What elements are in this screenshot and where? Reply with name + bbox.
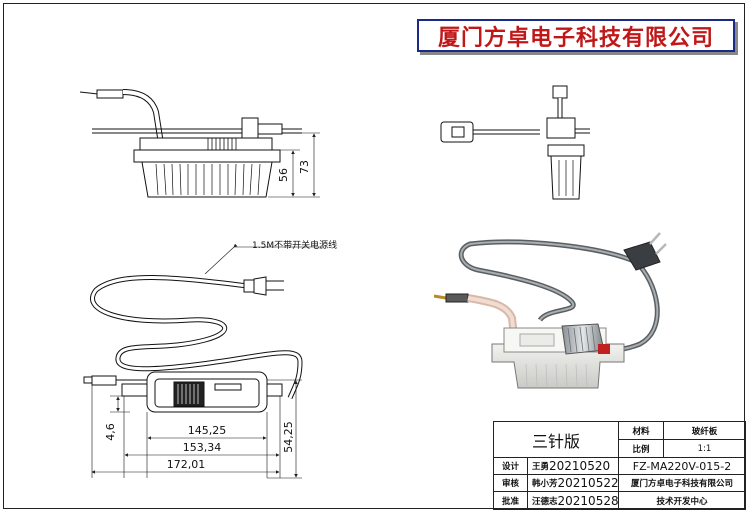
- top-view: 1.5M不带开关电源线 145,25 153,34 172,01 4,6 54,…: [83, 239, 337, 479]
- dim-height-56: 56: [277, 168, 290, 182]
- tb-approve-label: 批准: [494, 492, 528, 510]
- drawing-frame: [3, 3, 745, 509]
- tb-scale-value: 1:1: [664, 440, 746, 458]
- tb-design-date: 20210520: [549, 459, 611, 473]
- dim-height-73: 73: [298, 160, 311, 174]
- tb-design-name: 王勇: [532, 462, 550, 472]
- tb-approve-cell: 汪德志 20210528: [528, 492, 619, 510]
- dim-width-172: 172,01: [167, 458, 206, 471]
- tb-department: 技术开发中心: [619, 492, 746, 510]
- title-block: 三针版 材料 玻纤板 比例 1:1 设计 王勇 20210520 FZ-MA22…: [493, 421, 746, 510]
- tb-review-name: 韩小芳: [532, 479, 558, 489]
- dim-width-145: 145,25: [188, 424, 227, 437]
- tb-material-value: 玻纤板: [664, 422, 746, 440]
- tb-review-date: 20210522: [557, 476, 619, 490]
- tb-design-label: 设计: [494, 458, 528, 475]
- tb-approve-date: 20210528: [557, 493, 619, 508]
- company-name: 厦门方卓电子科技有限公司: [437, 24, 714, 51]
- tb-version: 三针版: [494, 422, 619, 458]
- company-banner: 厦门方卓电子科技有限公司: [417, 19, 735, 52]
- tb-part-number: FZ-MA220V-015-2: [619, 458, 746, 475]
- tb-company-short: 厦门方卓电子科技有限公司: [619, 475, 746, 492]
- tb-approve-name: 汪德志: [532, 496, 558, 507]
- side-view: [440, 85, 590, 200]
- dim-width-153: 153,34: [183, 441, 222, 454]
- tb-review-label: 审核: [494, 475, 528, 492]
- cable-callout: 1.5M不带开关电源线: [252, 239, 337, 251]
- product-render: [433, 232, 667, 389]
- front-view: [79, 89, 320, 198]
- tb-review-cell: 韩小芳 20210522: [528, 475, 619, 492]
- tb-scale-label: 比例: [619, 440, 664, 458]
- dim-height-5425: 54,25: [282, 421, 295, 453]
- dim-offset-46: 4,6: [104, 423, 117, 441]
- tb-design-cell: 王勇 20210520: [528, 458, 619, 475]
- tb-material-label: 材料: [619, 422, 664, 440]
